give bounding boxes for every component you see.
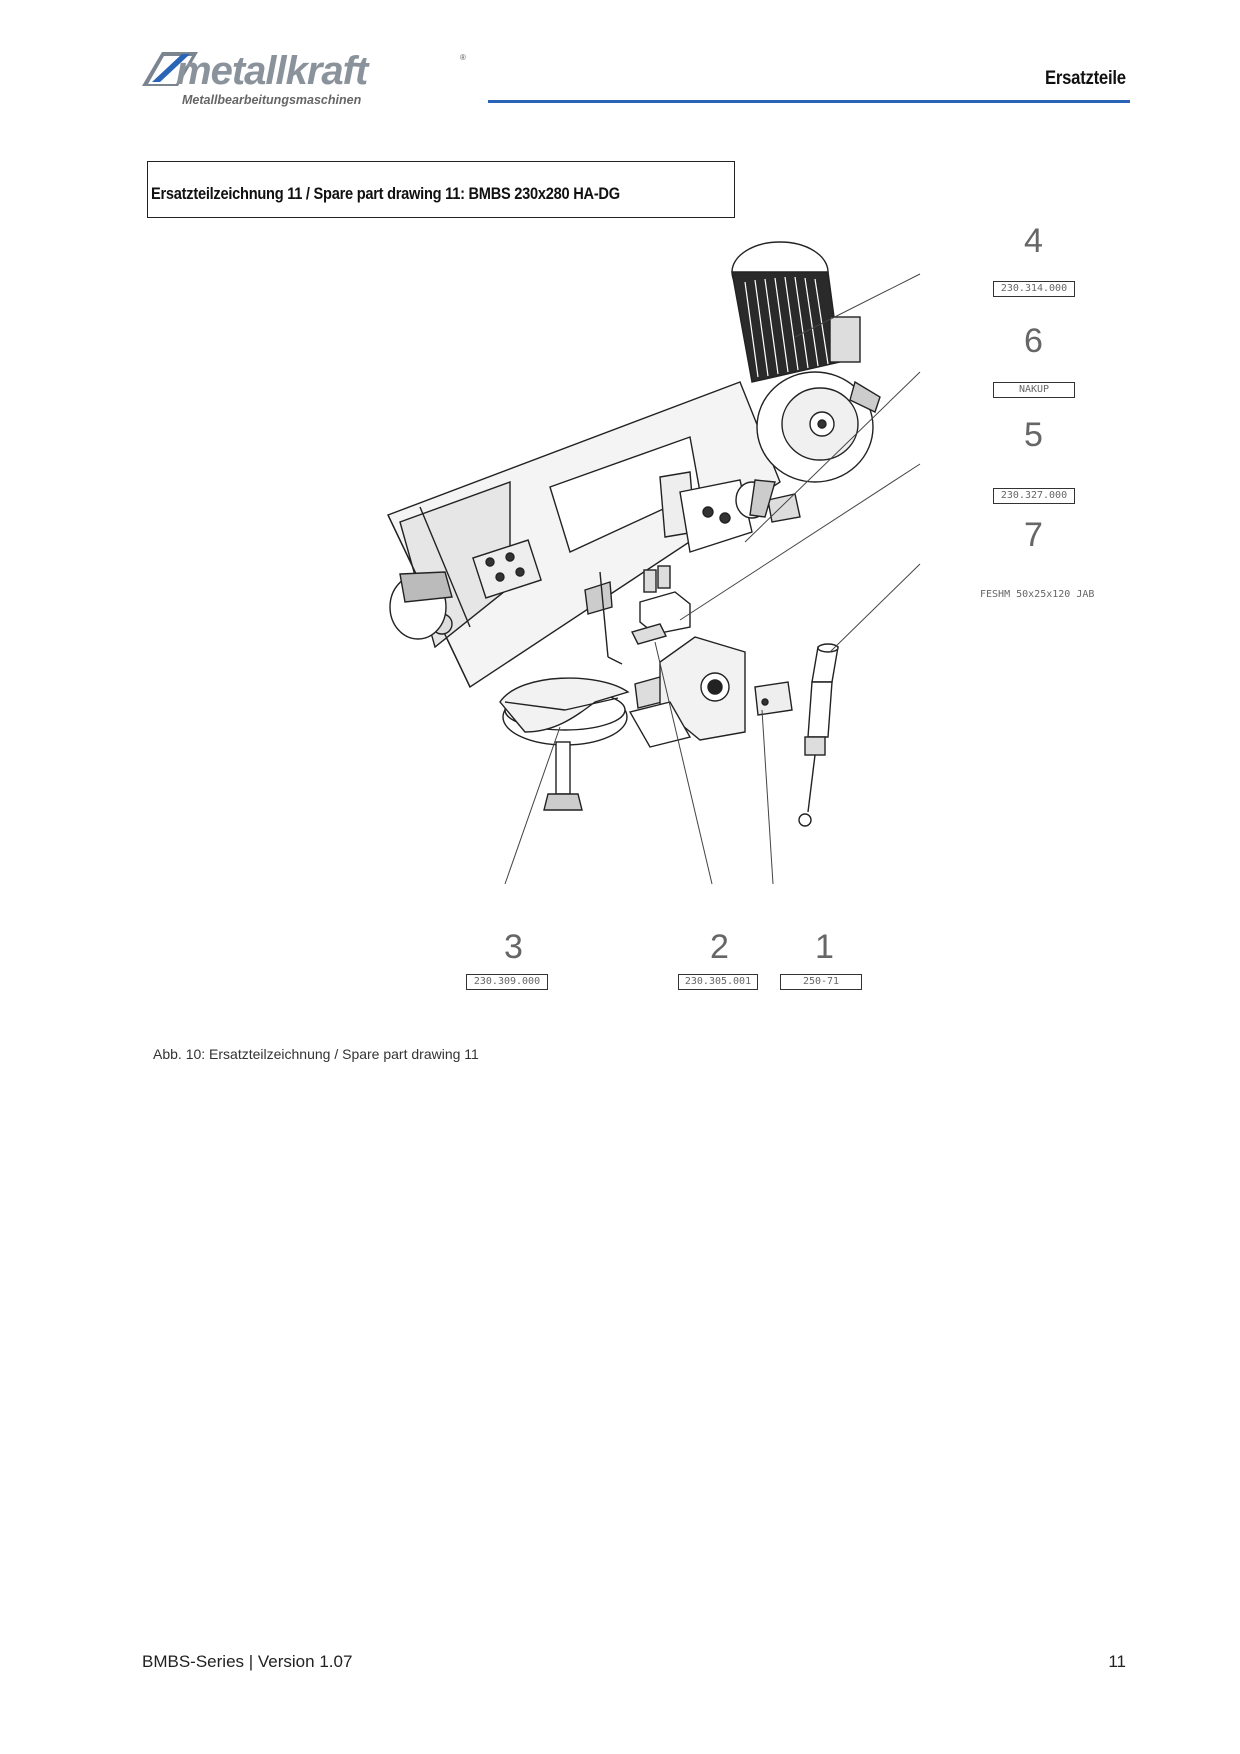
small-parts xyxy=(630,565,691,645)
drawing-title-box: Ersatzteilzeichnung 11 / Spare part draw… xyxy=(147,161,735,218)
callout-code-3: 230.309.000 xyxy=(466,974,548,990)
callout-number-3: 3 xyxy=(504,928,523,966)
header-divider xyxy=(488,100,1130,103)
guide-bracket xyxy=(659,471,801,553)
drawing-title: Ersatzteilzeichnung 11 / Spare part draw… xyxy=(151,184,620,203)
brand-logo: metallkraft ® Metallbearbeitungsmaschine… xyxy=(142,46,482,112)
block-part-1 xyxy=(754,681,793,716)
callout-code-4: 230.314.000 xyxy=(993,281,1075,297)
svg-text:Metallbearbeitungsmaschinen: Metallbearbeitungsmaschinen xyxy=(182,93,362,107)
metallkraft-logo: metallkraft ® Metallbearbeitungsmaschine… xyxy=(142,49,466,107)
svg-text:®: ® xyxy=(460,53,466,62)
callout-code-5: 230.327.000 xyxy=(993,488,1075,504)
callout-number-6: 6 xyxy=(1024,322,1043,360)
turntable xyxy=(499,676,663,811)
callout-number-2: 2 xyxy=(710,928,729,966)
callout-number-7: 7 xyxy=(1024,516,1043,554)
callout-number-1: 1 xyxy=(815,928,834,966)
callout-code-1: 250-71 xyxy=(780,974,862,990)
figure-caption: Abb. 10: Ersatzteilzeichnung / Spare par… xyxy=(153,1046,479,1062)
callout-code-7: FESHM 50x25x120 JAB xyxy=(980,589,1095,600)
callout-number-4: 4 xyxy=(1024,222,1043,260)
svg-text:metallkraft: metallkraft xyxy=(176,49,370,93)
page-number: 11 xyxy=(1108,1652,1126,1671)
leader-lines xyxy=(504,273,921,885)
footer-version: BMBS-Series | Version 1.07 xyxy=(142,1652,353,1671)
callouts: 4 230.314.000 6 NAKUP 5 230.327.000 7 FE… xyxy=(360,222,1100,992)
pivot-bracket xyxy=(628,636,746,748)
saw-arm xyxy=(387,381,781,689)
callout-number-5: 5 xyxy=(1024,416,1043,454)
callout-code-6: NAKUP xyxy=(993,382,1075,398)
spare-part-drawing: 4 230.314.000 6 NAKUP 5 230.327.000 7 FE… xyxy=(360,222,1100,992)
callout-code-2: 230.305.001 xyxy=(678,974,758,990)
motor xyxy=(731,241,881,483)
section-title: Ersatzteile xyxy=(1045,68,1126,89)
gas-cylinder xyxy=(798,643,839,827)
